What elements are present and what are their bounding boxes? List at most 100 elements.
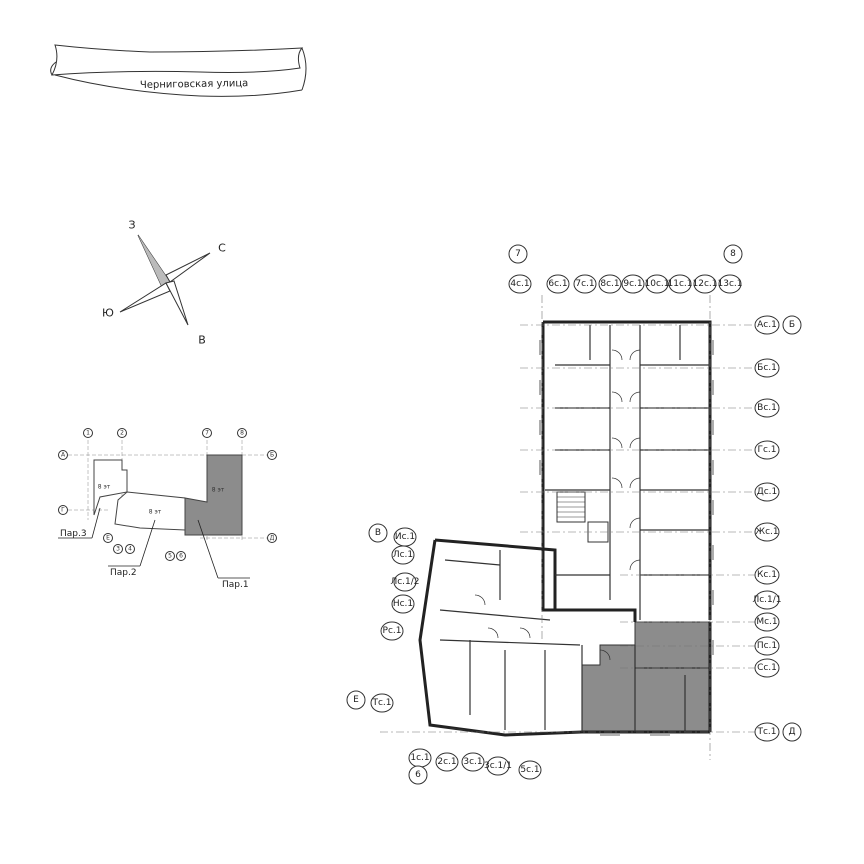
door-swings xyxy=(474,349,641,661)
windows xyxy=(449,340,714,736)
axis-right-D: Д xyxy=(788,727,795,737)
axis-bottom-3-bubble xyxy=(461,752,485,772)
axis-lines xyxy=(380,295,755,760)
top-main-axes: 7 8 xyxy=(508,244,743,264)
axis-bottom-1: 1с.1 xyxy=(410,753,429,763)
axis-right-3: Вс.1 xyxy=(757,403,777,413)
axis-left-4: Нс.1 xyxy=(393,599,413,609)
axis-left-5-bubble xyxy=(380,621,404,641)
axis-right-8: Лс.1/1 xyxy=(752,595,781,605)
axis-bottom-3: 3с.1 xyxy=(463,757,482,767)
axis-left-3-bubble xyxy=(393,572,417,592)
axis-top-8: 8 xyxy=(730,249,736,259)
axis-left-3: Лс.1/2 xyxy=(390,577,419,587)
axis-top-6-bubble xyxy=(645,274,669,294)
axis-top-7-bubble xyxy=(668,274,692,294)
axis-left-2-bubble xyxy=(391,545,415,565)
axis-right-1: Ас.1 xyxy=(757,320,777,330)
axis-right-4-bubble xyxy=(754,440,780,460)
axis-right-10: Пс.1 xyxy=(757,641,777,651)
bottom-main-axes: 6 xyxy=(408,765,428,785)
axis-right-1-bubble xyxy=(754,315,780,335)
axis-right-12-bubble xyxy=(754,722,780,742)
key-floors-label-1: 8 эт xyxy=(212,487,225,494)
axis-right-8-bubble xyxy=(754,590,780,610)
axis-right-5: Дс.1 xyxy=(757,487,778,497)
axis-top-3: 7с.1 xyxy=(575,279,594,289)
axis-right-11: Сс.1 xyxy=(757,663,777,673)
axis-right-2-bubble xyxy=(754,358,780,378)
key-axis-2: 2 xyxy=(120,430,124,437)
axis-top-1-bubble xyxy=(508,274,532,294)
key-floors-label-2: 8 эт xyxy=(149,509,162,516)
axis-left-4-bubble xyxy=(391,594,415,614)
axis-right-4: Гс.1 xyxy=(757,445,776,455)
key-floors-label-3: 8 эт xyxy=(98,484,111,491)
axis-top-7: 7 xyxy=(515,249,521,259)
axis-right-12: Тс.1 xyxy=(756,727,776,737)
left-axes: Ис.1Лс.1Лс.1/2Нс.1Рс.1Тс.1 xyxy=(370,527,420,713)
axis-top-2-bubble xyxy=(546,274,570,294)
axis-top-9: 13с.1 xyxy=(718,279,743,289)
street-name: Черниговская улица xyxy=(140,78,248,91)
axis-left-1: Ис.1 xyxy=(395,532,415,542)
compass-east-label: В xyxy=(198,334,206,347)
compass-west-label: З xyxy=(128,219,135,232)
axis-bottom-6: 6 xyxy=(415,770,421,780)
key-axis-D: Д xyxy=(270,535,275,542)
key-axis-B: Б xyxy=(270,452,274,459)
axis-left-5: Рс.1 xyxy=(383,626,402,636)
right-main-axes: Б Д xyxy=(782,315,802,742)
axis-right-7-bubble xyxy=(754,565,780,585)
axis-top-8-bubble xyxy=(693,274,717,294)
key-axis-E: Е xyxy=(106,535,110,542)
axis-right-3-bubble xyxy=(754,398,780,418)
key-plan: 8 эт 8 эт 8 эт 1 2 7 8 А Б Г Д Е 3 4 5 6… xyxy=(58,428,277,590)
section-par-3: Пар.3 xyxy=(60,529,87,539)
axis-left-2: Лс.1 xyxy=(393,550,413,560)
key-axis-8: 8 xyxy=(240,430,244,437)
axis-right-5-bubble xyxy=(754,482,780,502)
key-axis-7: 7 xyxy=(205,430,209,437)
main-plan xyxy=(418,320,714,737)
axis-top-5-bubble xyxy=(621,274,645,294)
axis-right-2: Бс.1 xyxy=(757,363,777,373)
axis-top-7: 11с.1 xyxy=(668,279,693,289)
axis-left-E: Е xyxy=(353,695,359,705)
axis-right-9-bubble xyxy=(754,612,780,632)
axis-bottom-5-bubble xyxy=(518,760,542,780)
axis-top-9-bubble xyxy=(718,274,742,294)
axis-top-2: 6с.1 xyxy=(548,279,567,289)
left-main-axes: В Е xyxy=(346,523,388,710)
axis-right-11-bubble xyxy=(754,658,780,678)
axis-bottom-5: 5с.1 xyxy=(520,765,539,775)
axis-top-4-bubble xyxy=(598,274,622,294)
section-par-2: Пар.2 xyxy=(110,568,137,578)
compass-north-label: С xyxy=(218,242,226,255)
axis-left-V: В xyxy=(375,528,381,538)
axis-right-9: Мс.1 xyxy=(756,617,777,627)
axis-left-6: Тс.1 xyxy=(371,698,391,708)
axis-top-6: 10с.1 xyxy=(645,279,670,289)
axis-right-10-bubble xyxy=(754,636,780,656)
axis-bottom-2: 2с.1 xyxy=(437,757,456,767)
axis-right-6: Жс.1 xyxy=(755,527,778,537)
axis-left-6-bubble xyxy=(370,693,394,713)
street-banner: Черниговская улица xyxy=(50,44,307,97)
axis-right-7: Кс.1 xyxy=(757,570,777,580)
axis-top-4: 8с.1 xyxy=(600,279,619,289)
axis-right-B: Б xyxy=(789,320,795,330)
selected-apartment xyxy=(581,621,711,733)
axis-top-5: 9с.1 xyxy=(623,279,642,289)
key-axis-G: Г xyxy=(61,507,65,514)
key-axis-6: 6 xyxy=(179,553,183,560)
interior-walls xyxy=(439,325,710,732)
axis-bottom-4-bubble xyxy=(486,756,510,776)
axis-bottom-2-bubble xyxy=(435,752,459,772)
key-axis-5: 5 xyxy=(168,553,172,560)
section-par-1: Пар.1 xyxy=(222,580,249,590)
compass-south-label: Ю xyxy=(102,307,114,320)
